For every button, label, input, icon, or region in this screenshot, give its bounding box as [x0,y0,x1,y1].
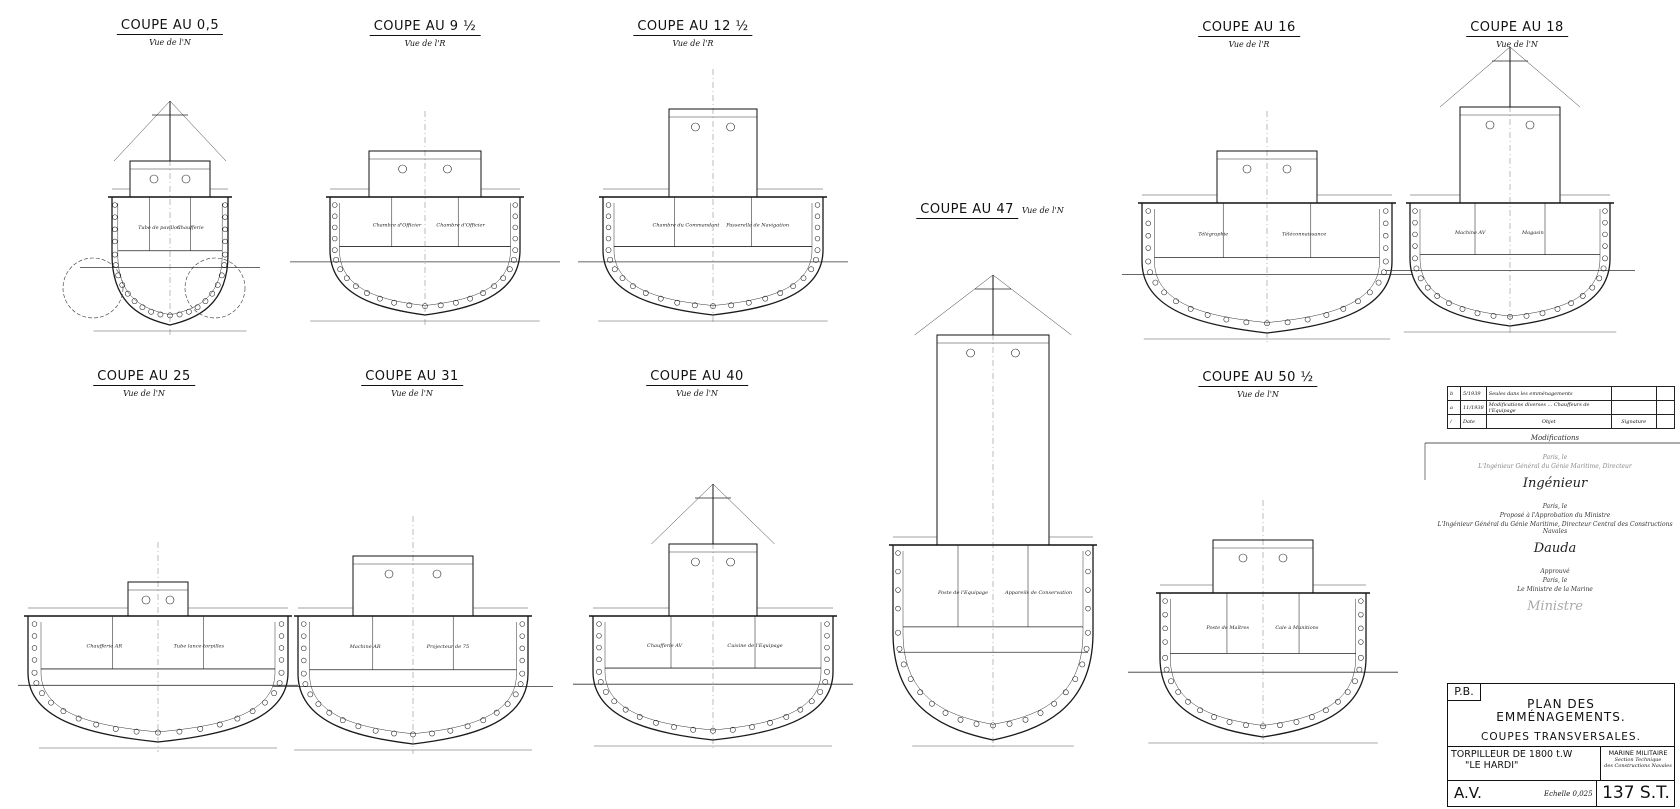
revision-table: b 5/1939 Seules dans les emménagements a… [1447,386,1676,429]
section-drawing-s25: Chaufferie AR Tube lance-torpilles [18,542,298,752]
section-label-s16-2: Téléconnaissance [1282,231,1326,238]
section-label-s47-1: Poste de l'Equipage [937,590,988,596]
section-drawing-s09: Chambre d'Officier Chambre d'Officier [290,111,560,325]
section-drawing-s16: Télégraphie Téléconnaissance [1122,111,1412,343]
section-label-s31-2: Projecteur de 75 [426,644,469,650]
revision-row: b 5/1939 Seules dans les emménagements [1447,386,1676,401]
approvals-block: Modifications Paris, le L'Ingénieur Géné… [1430,432,1680,620]
section-drawing-s31: Machine AR Projecteur de 75 [273,516,553,754]
section-title-s05: COUPE AU 0,5 Vue de l'N [116,14,224,47]
section-drawing-s50: Poste de Maîtres Cale à Munitions [1128,500,1398,747]
section-title-s25: COUPE AU 25 Vue de l'N [93,365,195,398]
section-label-s18-1: Machine AV [1454,230,1487,236]
section-label-s16-1: Télégraphie [1198,231,1228,238]
section-label-s12-1: Chambre du Commandant [653,223,721,229]
section-title-s50: COUPE AU 50 ½ Vue de l'N [1198,366,1318,399]
section-label-s47-2: Appareils de Conservation [1004,590,1072,596]
modifications-label: Modifications [1530,434,1580,442]
section-drawing-s12: Chambre du Commandant Passerelle de Navig… [578,69,848,325]
section-label-s50-1: Poste de Maîtres [1205,624,1249,631]
section-label-s40-2: Cuisine de l'Equipage [727,643,782,649]
section-title-s18: COUPE AU 18 Vue de l'N [1466,16,1568,49]
section-label-s05-1: Tube de pavillon [138,225,180,231]
av-label: A.V. [1454,784,1482,802]
section-label-s09-1: Chambre d'Officier [373,223,422,229]
section-label-s09-2: Chambre d'Officier [436,223,485,229]
section-label-s25-2: Tube lance-torpilles [174,644,225,650]
title-block: P.B. PLAN DES EMMÉNAGEMENTS. COUPES TRAN… [1447,683,1675,807]
section-label-s50-2: Cale à Munitions [1275,624,1319,631]
revision-row: / Date Objet Signature [1447,414,1676,429]
section-label-s12-2: Passerelle de Navigation [725,223,789,229]
pb-label: P.B. [1448,684,1481,701]
vessel-name: TORPILLEUR DE 1800 t.W "LE HARDI" [1451,749,1573,771]
signature-1: Ingénieur [1522,476,1588,491]
section-title-s31: COUPE AU 31 Vue de l'N [361,365,463,398]
section-label-s18-2: Magasin [1521,230,1544,236]
signature-3: Ministre [1527,599,1583,614]
section-label-s40-1: Chaufferie AV [647,643,684,649]
section-title-s40: COUPE AU 40 Vue de l'N [646,365,748,398]
section-label-s31-1: Machine AR [349,644,381,650]
signature-2: Dauda [1533,541,1577,556]
drawing-number: 137 S.T. [1596,780,1675,806]
authority-box: MARINE MILITAIRE Section Technique des C… [1600,746,1675,780]
drawing-subtitle: COUPES TRANSVERSALES. [1481,731,1641,743]
section-drawing-s47: Poste de l'Equipage Appareils de Conserva… [889,274,1097,750]
section-title-s09: COUPE AU 9 ½ Vue de l'R [369,15,481,48]
section-title-s16: COUPE AU 16 Vue de l'R [1198,16,1300,49]
scale-label: Echelle 0,025 [1544,790,1593,798]
drawing-title: PLAN DES EMMÉNAGEMENTS. [1496,697,1626,724]
section-label-s25-1: Chaufferie AR [87,644,123,650]
revision-row: a 11/1938 Modifications diverses ... Cha… [1447,400,1676,415]
section-title-s12: COUPE AU 12 ½ Vue de l'R [633,15,753,48]
section-drawing-s18: Machine AV Magasin [1385,46,1635,336]
section-label-s05-2: Chaufferie [177,225,204,231]
section-drawing-s40: Chaufferie AV Cuisine de l'Equipage [573,483,853,750]
